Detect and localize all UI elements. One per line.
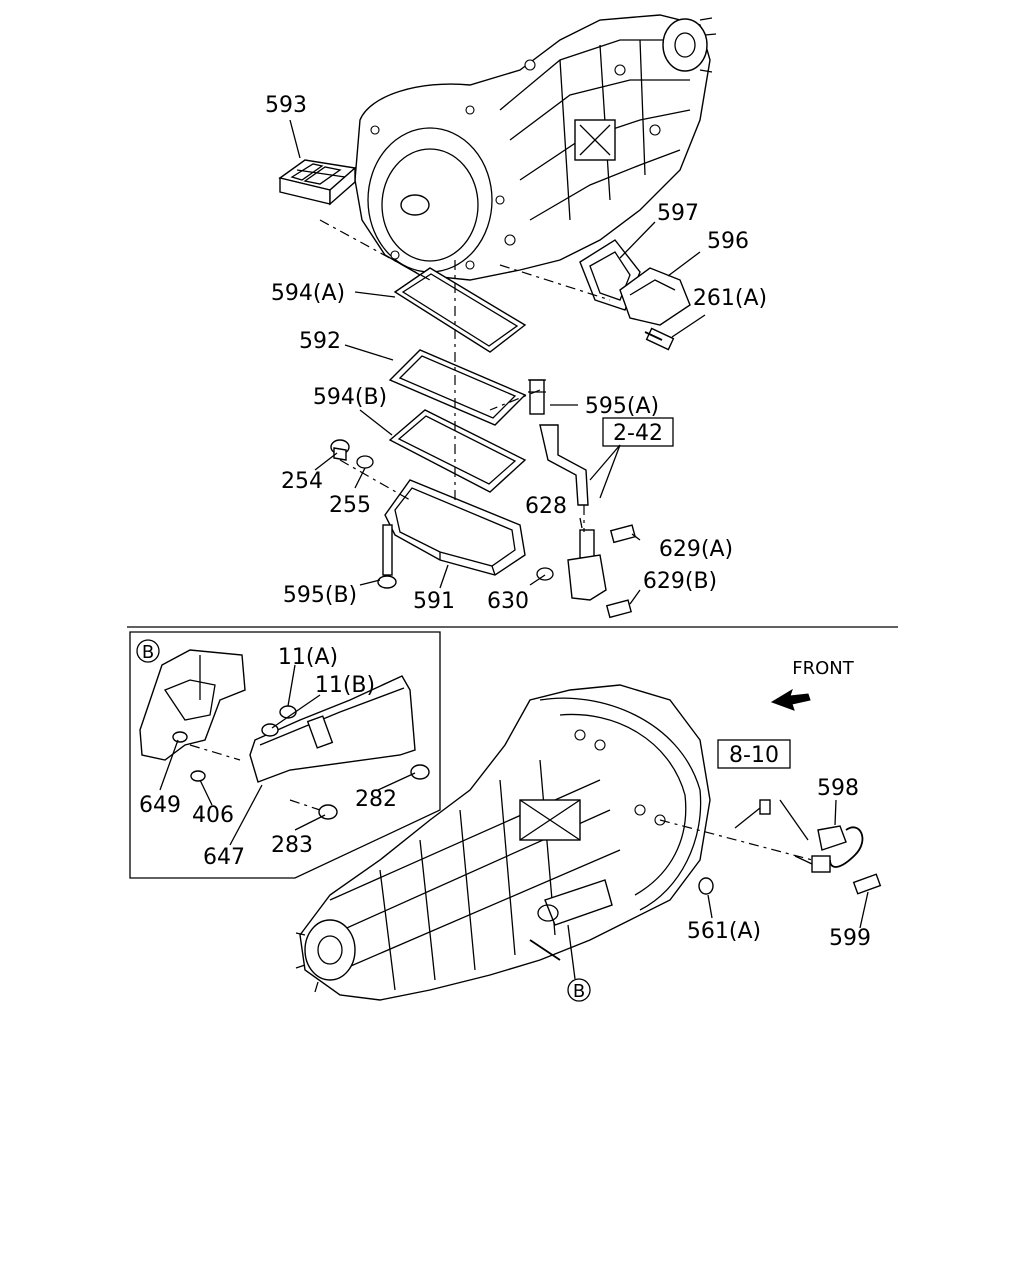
label-597: 597 <box>657 201 699 226</box>
front-label: FRONT <box>792 658 854 679</box>
label-595b: 595(B) <box>283 583 357 608</box>
pipe-628-629 <box>536 424 637 619</box>
label-261a: 261(A) <box>693 286 767 311</box>
label-283: 283 <box>271 833 313 858</box>
label-593: 593 <box>265 93 307 118</box>
upper-transmission <box>354 14 717 281</box>
inset-b: B <box>129 631 441 879</box>
oil-pan-591 <box>384 479 526 576</box>
callout-b-circle <box>567 978 591 1002</box>
label-595a: 595(A) <box>585 394 659 419</box>
ref-label-8-10: 8-10 <box>729 743 779 768</box>
ref-box-8-10 <box>717 739 791 769</box>
label-255: 255 <box>329 493 371 518</box>
gasket-594a <box>393 267 527 353</box>
label-11a: 11(A) <box>278 645 338 670</box>
callout-b-leader <box>567 924 576 980</box>
pto-cover-597-596 <box>579 239 691 351</box>
label-599: 599 <box>829 926 871 951</box>
label-594a: 594(A) <box>271 281 345 306</box>
label-629a: 629(A) <box>659 537 733 562</box>
fasteners-left <box>330 439 397 589</box>
label-647: 647 <box>203 845 245 870</box>
label-649: 649 <box>139 793 181 818</box>
label-591: 591 <box>413 589 455 614</box>
label-282: 282 <box>355 787 397 812</box>
label-598: 598 <box>817 776 859 801</box>
strainer-593 <box>278 159 357 206</box>
lower-transmission <box>295 684 711 1001</box>
ref-box-2-42 <box>602 417 674 447</box>
sensor-598-599 <box>659 799 882 929</box>
label-406: 406 <box>192 803 234 828</box>
assembly-lines-upper <box>319 219 611 532</box>
ref-label-2-42: 2-42 <box>613 421 663 446</box>
gasket-594b <box>388 409 527 493</box>
label-11b: 11(B) <box>315 673 375 698</box>
callout-marker-b: B <box>573 981 585 1002</box>
label-628: 628 <box>525 494 567 519</box>
plate-592 <box>388 349 546 426</box>
label-594b: 594(B) <box>313 385 387 410</box>
inset-marker-b: B <box>142 642 154 663</box>
label-561a: 561(A) <box>687 919 761 944</box>
label-630: 630 <box>487 589 529 614</box>
label-254: 254 <box>281 469 323 494</box>
label-629b: 629(B) <box>643 569 717 594</box>
label-596: 596 <box>707 229 749 254</box>
front-arrow-icon <box>770 688 811 711</box>
label-592: 592 <box>299 329 341 354</box>
leaders-upper <box>289 119 706 605</box>
